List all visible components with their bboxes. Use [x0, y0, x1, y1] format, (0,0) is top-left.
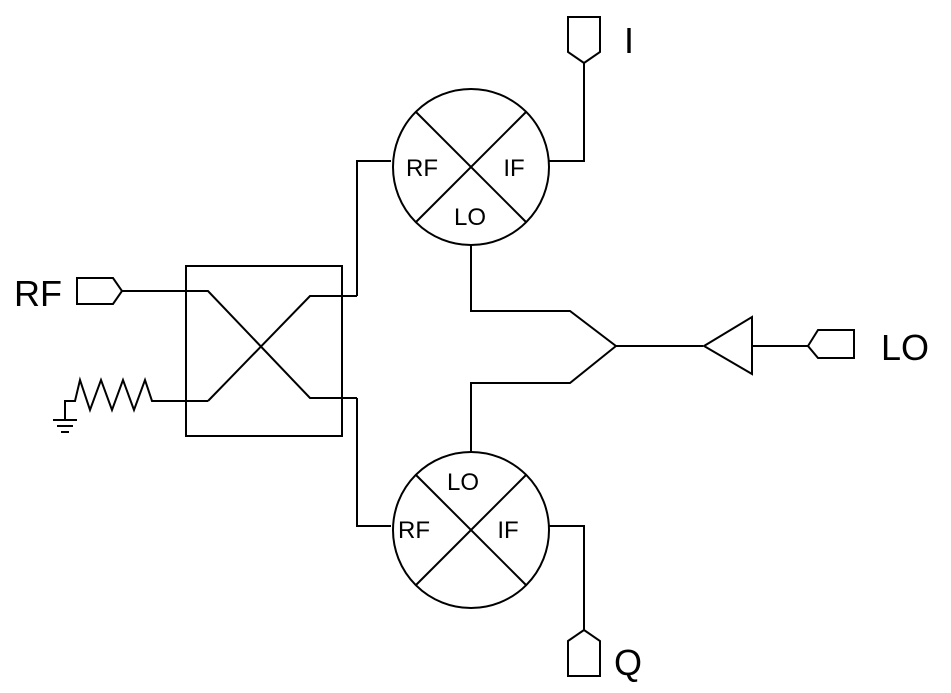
resistor-zigzag [64, 376, 208, 420]
mixer-top-rf-label: RF [406, 155, 438, 182]
ground-icon [53, 419, 77, 433]
lo-splitter-top-branch [470, 245, 703, 347]
lo-input-port: LO [806, 327, 929, 368]
mixer-bottom-lo-label: LO [447, 469, 479, 496]
mixer-bottom-cross-2 [415, 474, 527, 586]
termination-resistor [53, 376, 208, 433]
wire-i-output [549, 62, 585, 162]
q-port-label: Q [614, 642, 642, 683]
mixer-top: RF IF LO [392, 88, 550, 246]
wire-coupler-to-bottom-mixer [356, 398, 391, 527]
wire-q-output [549, 525, 585, 631]
rf-port-label: RF [14, 273, 62, 314]
wire-coupler-to-top-mixer [356, 160, 391, 296]
mixer-top-lo-label: LO [454, 204, 486, 231]
rf-input-port: RF [14, 273, 124, 314]
coupler-path-cross [207, 295, 357, 402]
mixer-bottom-rf-label: RF [398, 517, 430, 544]
amplifier-triangle-icon [702, 315, 753, 376]
i-port-connector [567, 16, 601, 65]
rf-port-connector [76, 277, 124, 305]
lo-port-connector [806, 329, 855, 359]
mixer-bottom: LO RF IF [392, 451, 550, 609]
i-port-label: I [624, 20, 634, 61]
q-port-connector [567, 628, 601, 677]
i-output-port: I [549, 16, 634, 162]
mixer-top-cross-2 [415, 111, 527, 223]
hybrid-coupler [122, 265, 357, 437]
mixer-top-if-label: IF [503, 155, 524, 182]
lo-splitter-bottom-branch [470, 345, 617, 452]
lo-amplifier [702, 315, 808, 376]
mixer-bottom-if-label: IF [497, 517, 518, 544]
coupler-path-through [122, 290, 357, 399]
q-output-port: Q [549, 525, 642, 683]
coupler-box [185, 265, 343, 437]
lo-port-label: LO [881, 327, 929, 368]
